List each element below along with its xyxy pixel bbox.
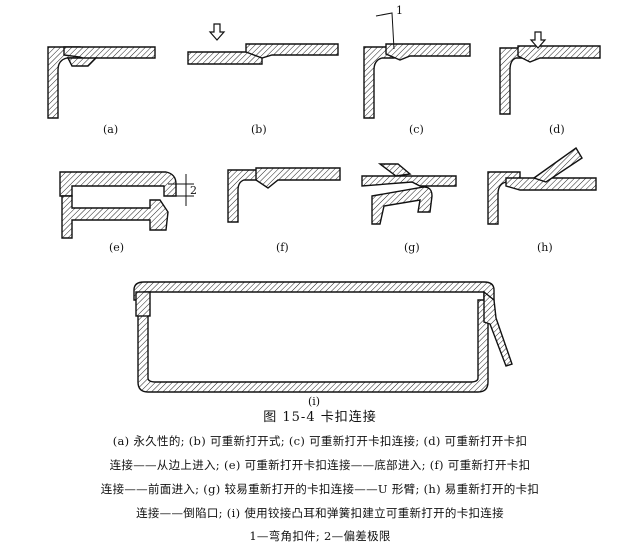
panel-h-label: (h) <box>537 241 553 254</box>
panel-g-upper-plate <box>361 175 457 187</box>
panel-b <box>187 43 339 65</box>
caption-line-3: 连接——前面进入; (g) 较易重新打开的卡扣连接——U 形臂; (h) 易重新… <box>100 482 540 496</box>
arrow-down-icon <box>208 23 226 41</box>
panel-h-lever <box>532 146 583 183</box>
panel-e-label: (e) <box>109 241 124 254</box>
panel-i-hinge <box>135 291 151 317</box>
panel-g-tab <box>377 163 412 177</box>
panel-i <box>133 281 513 393</box>
panel-a-hook <box>66 57 98 67</box>
panel-a <box>47 46 156 119</box>
panel-h-plate <box>505 177 597 191</box>
panel-c-plate <box>385 43 471 61</box>
panel-h <box>487 146 597 225</box>
callout-1: 1 <box>396 4 403 17</box>
panel-a-label: (a) <box>103 123 118 136</box>
panel-i-container <box>137 299 489 393</box>
panel-f <box>227 167 341 223</box>
panel-f-plate <box>255 167 341 189</box>
callout-2: 2 <box>190 184 197 197</box>
panel-c-label: (c) <box>409 123 424 136</box>
arrow-down-icon <box>529 31 547 49</box>
panel-e-top-plate <box>59 171 177 197</box>
panel-d-bracket <box>499 47 527 115</box>
panel-f-label: (f) <box>276 241 289 254</box>
panel-e <box>59 171 177 239</box>
panel-e-body <box>61 195 169 239</box>
panel-d <box>499 45 601 115</box>
panel-i-lid <box>133 281 495 301</box>
panel-d-plate <box>517 45 601 63</box>
figure-title: 图 15-4 卡扣连接 <box>263 410 377 425</box>
panel-b-upper-plate <box>245 43 339 59</box>
caption-line-1: (a) 永久性的; (b) 可重新打开式; (c) 可重新打开卡扣连接; (d)… <box>112 434 528 448</box>
panel-i-label: (i) <box>308 395 320 408</box>
panel-i-spring-clip <box>483 290 513 367</box>
panel-g-u-arm <box>371 186 433 225</box>
panel-c-bracket <box>363 46 395 119</box>
caption-line-2: 连接——从边上进入; (e) 可重新打开卡扣连接——底部进入; (f) 可重新打… <box>109 458 531 472</box>
panel-f-bracket <box>227 169 261 223</box>
panel-c <box>363 43 471 119</box>
panel-g-label: (g) <box>404 241 420 254</box>
panel-c-leader <box>375 12 395 50</box>
panel-b-label: (b) <box>251 123 267 136</box>
panel-e-dimension <box>168 174 194 206</box>
caption-line-4: 连接——倒陷口; (i) 使用铰接凸耳和弹簧扣建立可重新打开的卡扣连接 <box>136 506 504 520</box>
panel-b-lower-plate <box>187 51 263 65</box>
panel-g <box>361 163 457 225</box>
caption-line-5: 1—弯角扣件; 2—偏差极限 <box>249 529 391 543</box>
panel-d-label: (d) <box>549 123 565 136</box>
